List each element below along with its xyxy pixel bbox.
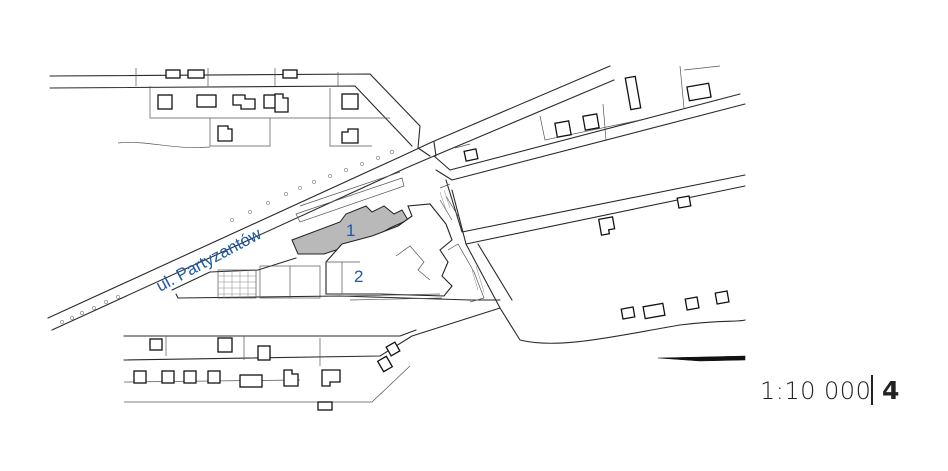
scale-label: 1:10 000 — [760, 377, 872, 405]
sports-court — [217, 269, 257, 299]
building-1-label: 1 — [346, 221, 355, 240]
top-right-buildings — [454, 65, 721, 162]
top-residential-block — [49, 68, 421, 149]
sheet-number: 4 — [882, 376, 900, 405]
building-2 — [325, 203, 453, 297]
building-1 — [291, 205, 409, 255]
school-complex — [171, 171, 501, 303]
bottom-residential-block — [123, 307, 501, 411]
north-arrow-icon — [657, 355, 746, 362]
building-2-label: 2 — [354, 267, 363, 286]
scale-divider — [871, 375, 873, 405]
road-network — [47, 65, 746, 344]
middle-right-buildings — [597, 195, 730, 320]
street-label: ul. Partyzantów — [153, 224, 265, 296]
street-trees — [60, 150, 394, 324]
